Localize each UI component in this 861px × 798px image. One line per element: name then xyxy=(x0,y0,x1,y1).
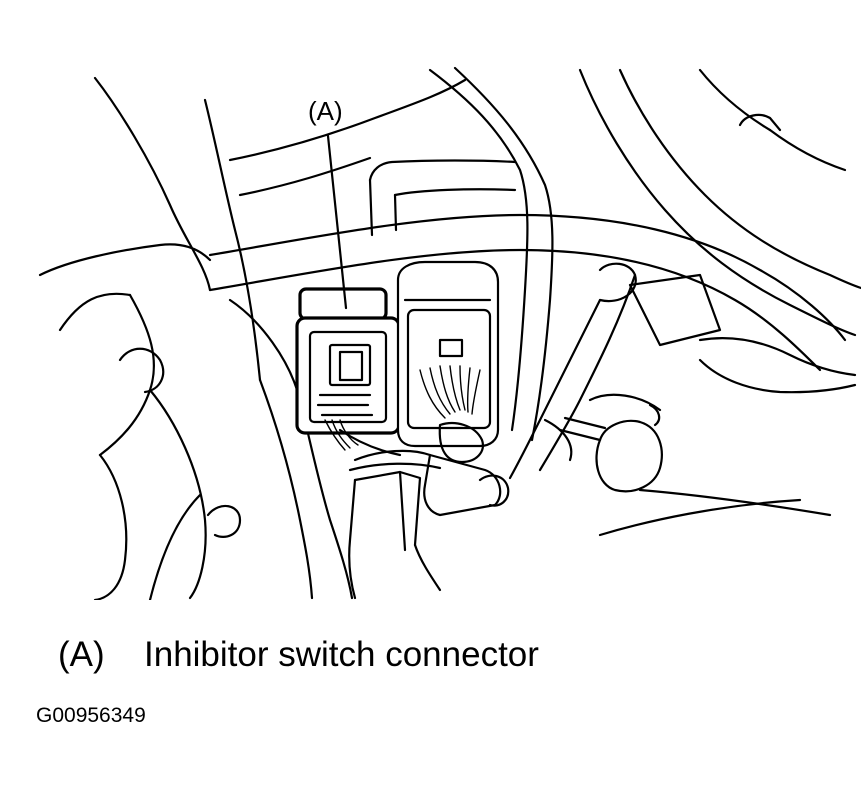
callout-leader-line xyxy=(326,134,348,310)
inhibitor-switch-connector-illustration: (A) xyxy=(38,66,861,600)
legend-row: (A) Inhibitor switch connector xyxy=(58,633,539,677)
callout-a: (A) xyxy=(308,96,348,310)
connector-a-housing xyxy=(295,287,401,451)
callout-label-a: (A) xyxy=(308,96,343,126)
figure-id: G00956349 xyxy=(36,704,146,727)
lower-wire-bundle xyxy=(338,428,510,600)
right-pipes xyxy=(508,262,857,537)
transmission-body-lines xyxy=(38,76,354,600)
legend-text: Inhibitor switch connector xyxy=(144,635,539,674)
legend-key: (A) xyxy=(58,635,105,674)
wire-harness-lines xyxy=(208,66,861,442)
adjacent-connector xyxy=(396,260,500,464)
